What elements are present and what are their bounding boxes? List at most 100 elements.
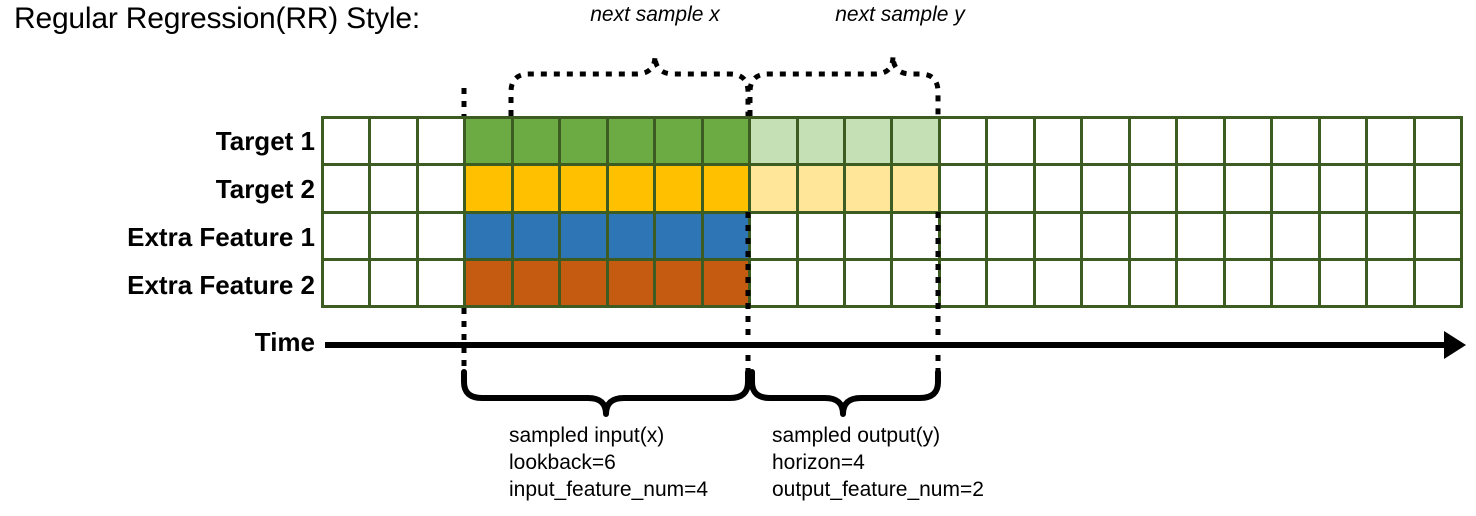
grid-cell [418,166,464,211]
next-sample-x-label: next sample x [590,3,720,26]
grid-cell [466,213,511,258]
grid-cell [1035,166,1081,211]
grid-cell [1225,119,1271,164]
grid-cell [846,119,891,164]
grid-cell [466,166,511,211]
page-title: Regular Regression(RR) Style: [14,2,421,35]
grid-cell [324,213,369,258]
grid-cell [324,119,369,164]
grid-cell [846,213,891,258]
grid-cell [751,260,796,305]
grid-cell [418,119,464,164]
sampled-output-annotation: sampled output(y) horizon=4 output_featu… [772,422,984,503]
grid-cell [751,166,796,211]
grid-cell [703,166,749,211]
grid-cell [846,166,891,211]
grid-cell [1035,260,1081,305]
grid-cell [1225,213,1271,258]
top-brace-x-icon [508,55,751,116]
grid-cell [893,260,938,305]
grid-cell [656,166,701,211]
grid-cell [608,166,654,211]
grid-cell [561,119,606,164]
grid-cell [1368,260,1413,305]
grid-cell [798,213,844,258]
grid-cell [1320,166,1366,211]
bottom-brace-output-icon [749,369,941,417]
sampled-input-line-1: sampled input(x) [509,424,665,447]
grid-cell [561,260,606,305]
grid-cell [656,213,701,258]
grid-cell [940,213,986,258]
grid-cell [371,213,416,258]
top-brace-y-icon [747,55,941,116]
grid-cell [513,166,559,211]
grid-cell [798,166,844,211]
grid-cell [513,260,559,305]
grid-cell [371,119,416,164]
grid-cell [1083,119,1128,164]
grid-cell [1178,213,1223,258]
bottom-brace-input-icon [461,369,751,417]
sampled-output-line-1: sampled output(y) [772,424,941,447]
grid-cell [561,213,606,258]
grid-cell [988,260,1033,305]
grid-cell [1415,260,1460,305]
grid-cell [608,260,654,305]
sampled-output-line-2: horizon=4 [772,451,865,474]
grid-cell [656,119,701,164]
grid-cell [703,119,749,164]
grid-cell [1368,213,1413,258]
grid-cell [893,213,938,258]
grid-cell [1368,119,1413,164]
sampled-output-line-3: output_feature_num=2 [772,478,984,501]
time-axis-arrow-icon [1444,331,1466,359]
grid-cell [846,260,891,305]
grid-cell [1083,260,1128,305]
grid-cell [1415,119,1460,164]
grid-cell [988,166,1033,211]
grid-cell [1415,213,1460,258]
row-label-target-1: Target 1 [215,126,315,156]
grid-cell [324,260,369,305]
grid-cell [1178,260,1223,305]
grid-cell [1415,166,1460,211]
grid-cell [513,119,559,164]
row-label-target-2: Target 2 [215,174,315,204]
grid-cell [1225,166,1271,211]
grid-cell [1130,260,1176,305]
grid-cell [1273,166,1318,211]
grid-cell [371,166,416,211]
grid-cell [1320,119,1366,164]
grid-cell [798,119,844,164]
grid-cell [656,260,701,305]
grid-cell [466,119,511,164]
grid-cell [418,213,464,258]
grid-cell [751,119,796,164]
grid-cell [513,213,559,258]
grid-cell [940,166,986,211]
grid-cell [1130,119,1176,164]
grid-cell [893,119,938,164]
grid-cell [324,166,369,211]
grid-cell [1273,213,1318,258]
grid-cell [418,260,464,305]
grid-cell [988,119,1033,164]
grid-cell [1273,119,1318,164]
timeline-grid [321,116,1463,308]
grid-cell [1083,213,1128,258]
grid-cell [371,260,416,305]
sampled-input-line-2: lookback=6 [509,451,616,474]
row-label-extra-feature-1: Extra Feature 1 [127,222,315,252]
grid-cell [1225,260,1271,305]
next-sample-y-label: next sample y [835,3,965,26]
grid-cell [1320,213,1366,258]
grid-cell [608,213,654,258]
grid-cell [798,260,844,305]
grid-cell [1178,166,1223,211]
grid-cell [561,166,606,211]
grid-cell [751,213,796,258]
grid-cell [1083,166,1128,211]
grid-cell [940,119,986,164]
